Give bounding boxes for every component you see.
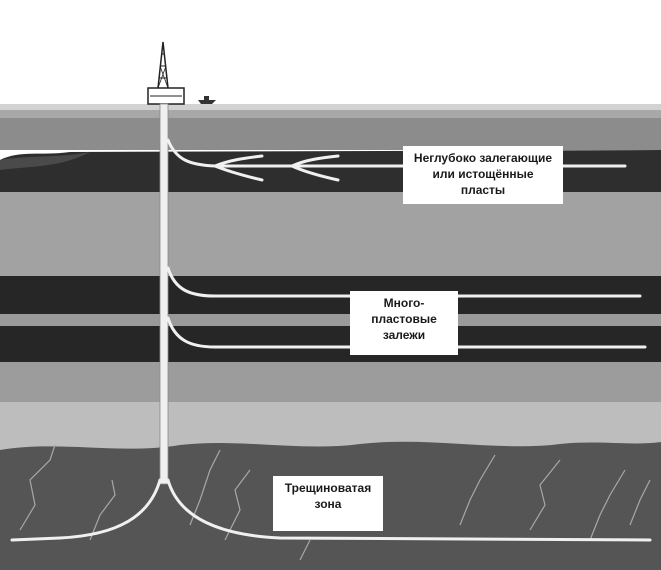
fracture-line (19, 444, 56, 531)
boat-icon (198, 96, 216, 104)
label-text: Неглубоко залегающие (413, 151, 553, 165)
reservoir-layer-lower (0, 326, 661, 362)
label-fractured-zone: Трещиноватая зона (273, 476, 383, 531)
lower-rock-layer (0, 362, 661, 402)
cap-rock-layer (0, 402, 661, 450)
surface-line (0, 104, 661, 110)
surface-band (0, 110, 661, 118)
drilling-rig-icon (147, 41, 185, 105)
label-text: Много- (383, 296, 425, 310)
fracture-line (189, 449, 221, 526)
fracture-lines (19, 444, 651, 561)
fishbone-branch (290, 154, 340, 168)
fracture-line (459, 454, 496, 526)
upper-rock-layer (0, 118, 661, 150)
label-text: или истощённые (432, 167, 534, 181)
shallow-reservoir-edge (0, 152, 90, 170)
fishbone-branch (213, 154, 264, 168)
fishbone-branch (213, 164, 264, 182)
fracture-line (529, 459, 561, 531)
label-text: залежи (382, 328, 426, 342)
fishbone-branch (290, 164, 340, 182)
label-text: Трещиноватая (284, 481, 372, 495)
lower-reservoir-lateral (166, 316, 647, 349)
label-text: зона (314, 497, 342, 511)
sky (0, 0, 661, 105)
label-text: пластовые (371, 312, 437, 326)
fracture-line (89, 479, 116, 541)
right-deep-lateral (166, 478, 652, 542)
label-shallow-reservoirs: Неглубоко залегающие или истощённые плас… (403, 146, 563, 204)
label-multilayer-deposits: Много- пластовые залежи (350, 291, 458, 355)
fracture-line (629, 479, 651, 526)
reservoir-separator (0, 314, 661, 326)
fracture-line (299, 539, 311, 561)
lateral-wells (10, 138, 652, 542)
fracture-line (589, 469, 626, 541)
upper-reservoir-lateral (166, 266, 642, 298)
vertical-wellbore (159, 103, 169, 485)
left-deep-lateral (10, 478, 162, 542)
label-text: пласты (460, 183, 506, 197)
fracture-line (224, 469, 251, 541)
middle-rock-layer (0, 192, 661, 276)
